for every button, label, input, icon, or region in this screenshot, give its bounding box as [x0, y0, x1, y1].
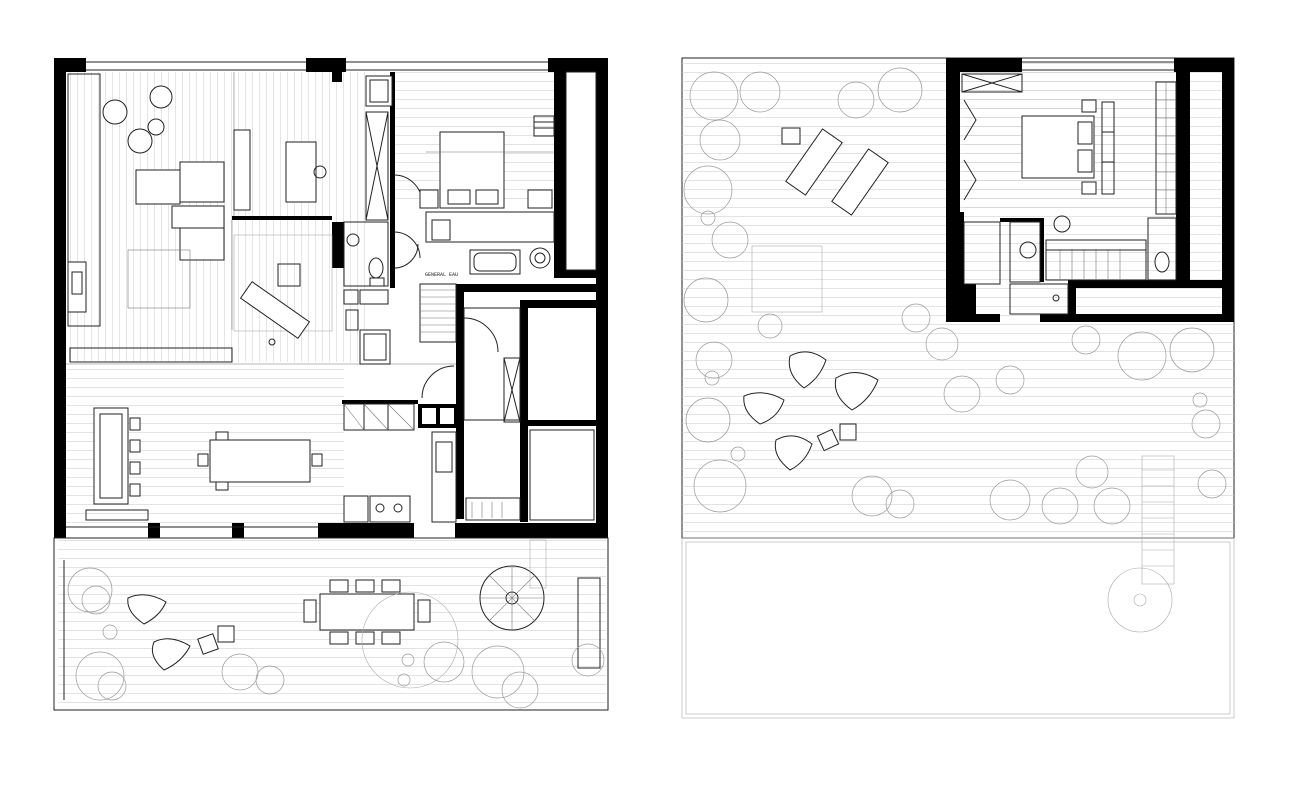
upper-toilet: [1154, 251, 1170, 273]
room-label-general-eau: GENERAL EAU: [425, 272, 458, 278]
terrace-outline: [53, 537, 609, 711]
upper-staircase: [1045, 239, 1147, 281]
outdoor-dining-set: [303, 579, 431, 645]
desk: [285, 141, 317, 203]
washbasin: [529, 247, 551, 269]
upper-spiral-staircase: [1107, 455, 1175, 633]
kitchen-island: [197, 431, 323, 491]
armchair-group: [102, 85, 173, 154]
sofa-sectional: [135, 161, 225, 261]
ground-floor-plan: GENERAL EAU: [53, 58, 609, 711]
lounge-chair: [239, 281, 311, 346]
fireplace: [67, 261, 87, 313]
vegetation-right: [683, 67, 1227, 525]
vegetation-left: [67, 567, 605, 709]
wardrobe: [1155, 81, 1177, 215]
bathtub: [469, 249, 521, 275]
floor-cushions: [127, 594, 235, 671]
upper-floor-plan: [681, 57, 1235, 719]
desk-shelf: [233, 129, 251, 211]
sun-loungers: [781, 127, 889, 216]
staircase: [419, 283, 457, 343]
upper-bed: [1021, 99, 1097, 195]
toilet: [368, 257, 384, 279]
upper-cushions: [743, 351, 879, 471]
outdoor-rug: [751, 245, 823, 313]
rug: [127, 249, 191, 309]
long-table: [93, 407, 141, 505]
spiral-staircase: [479, 539, 547, 631]
kitchen-units: [343, 403, 457, 523]
upper-chair: [1053, 215, 1071, 233]
double-bed: [439, 131, 505, 209]
